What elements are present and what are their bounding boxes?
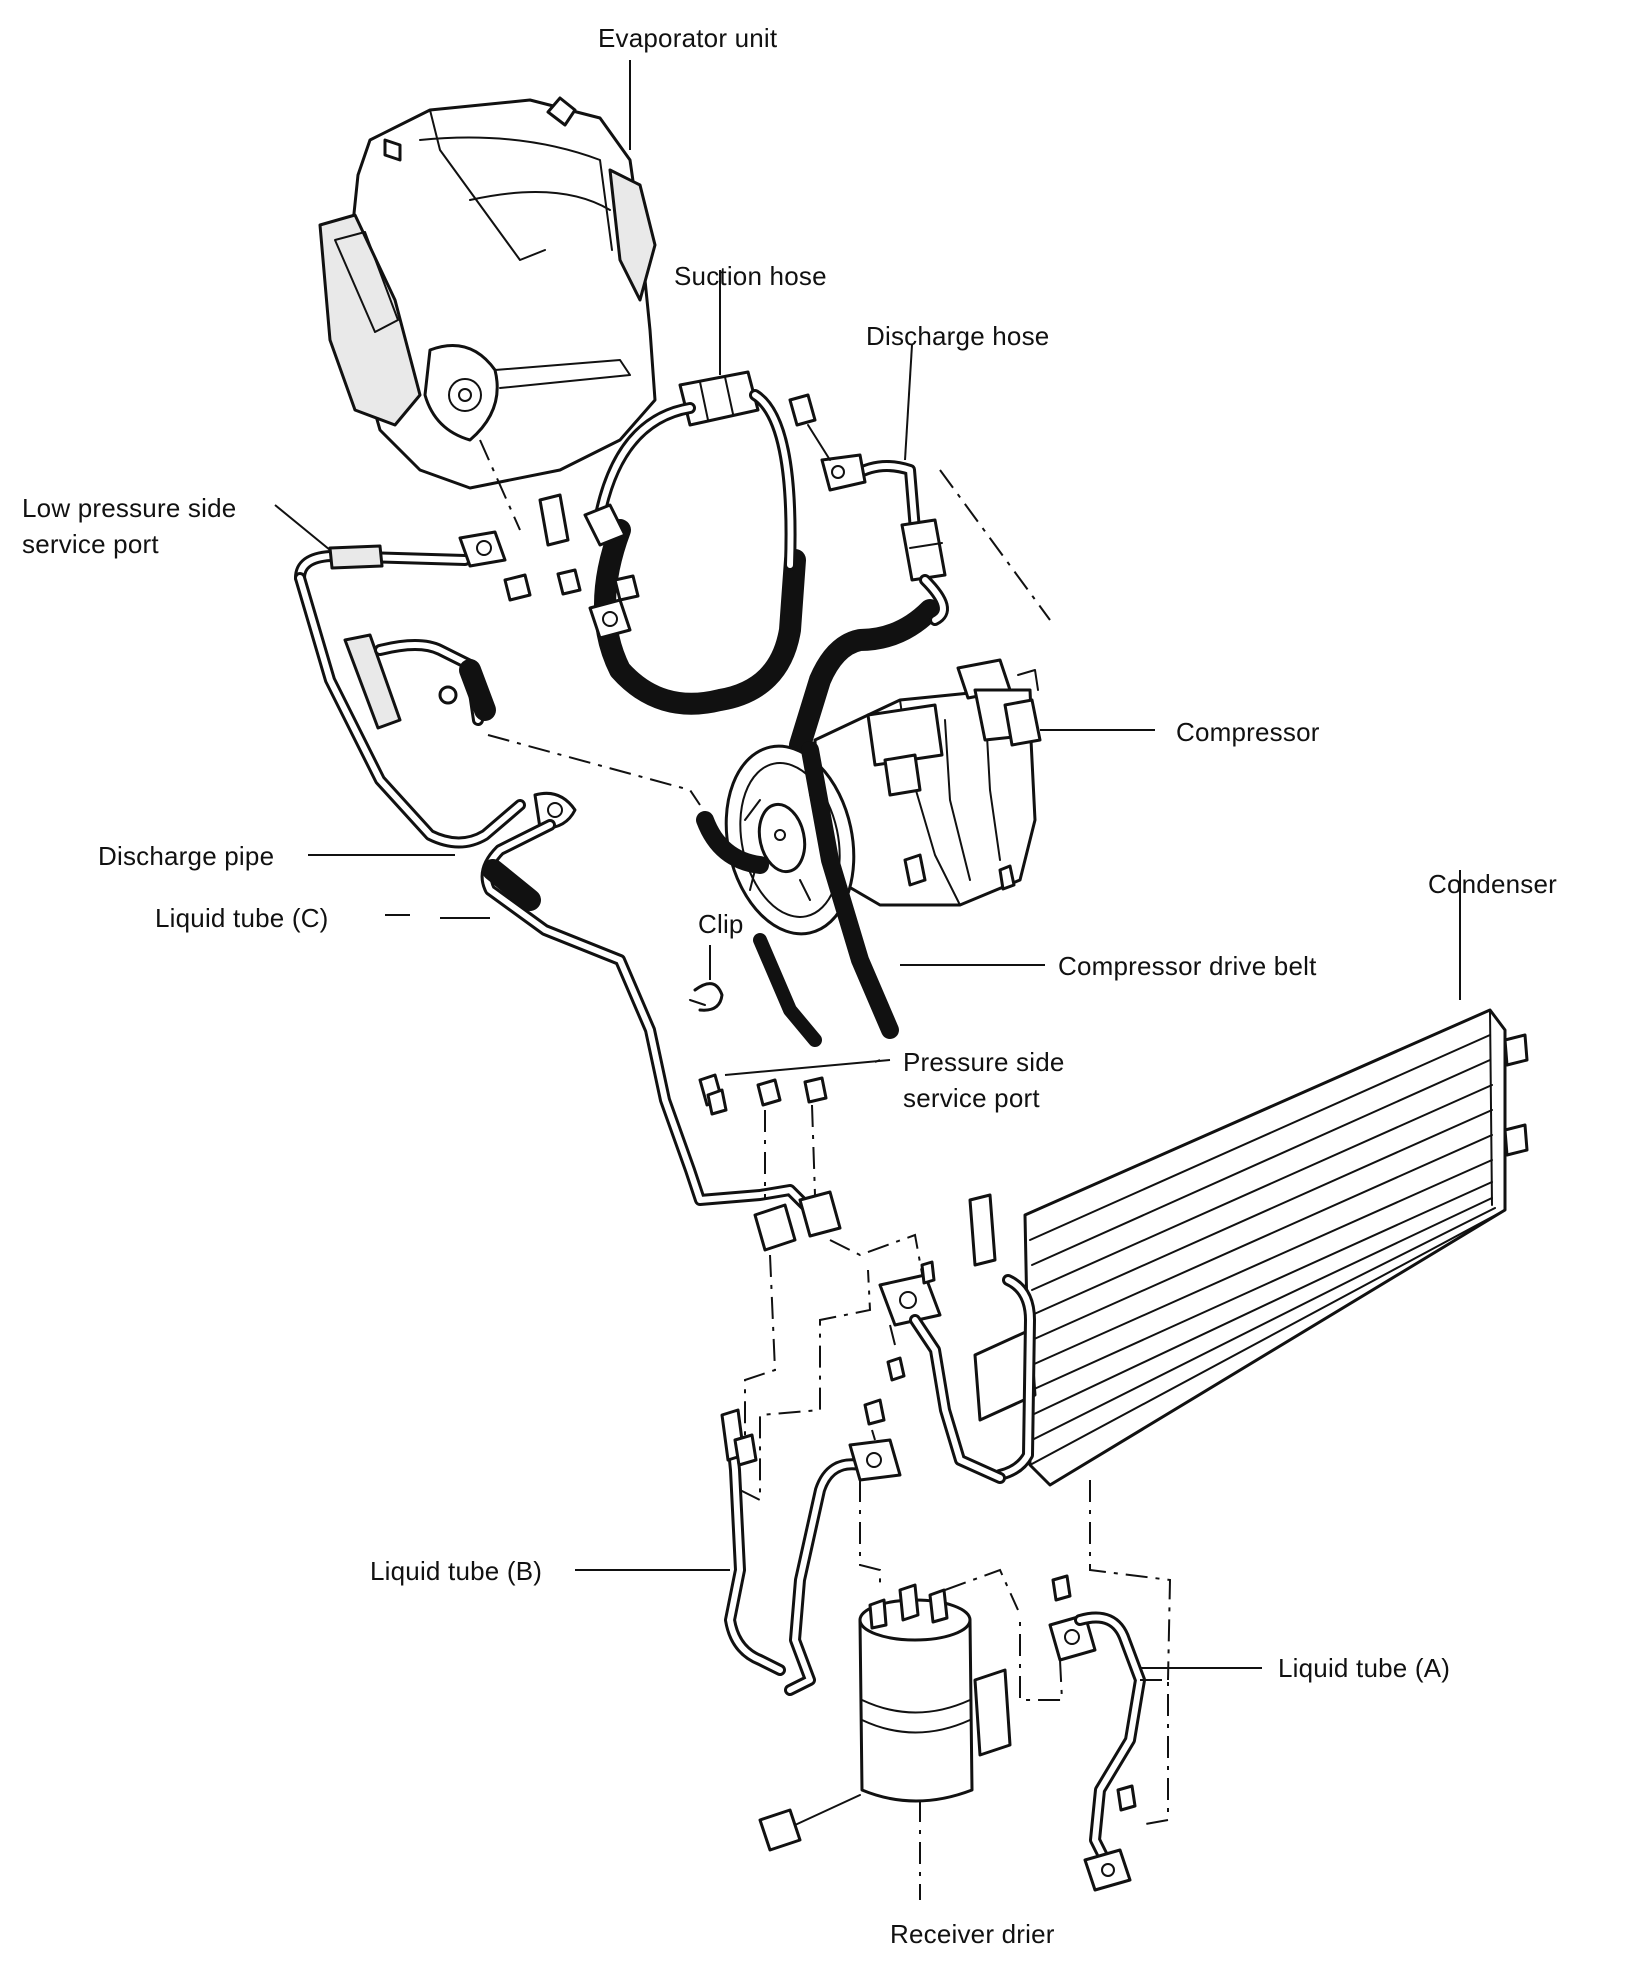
discharge-hose-drawing (788, 393, 1051, 756)
label-liquid-tube-a: Liquid tube (A) (1278, 1653, 1451, 1683)
label-clip: Clip (698, 909, 744, 939)
label-receiver-drier: Receiver drier (890, 1919, 1055, 1949)
label-condenser: Condenser (1428, 869, 1557, 899)
discharge-pipe-drawing (294, 572, 701, 849)
compressor-drawing (696, 658, 1042, 1047)
clip-drawing (689, 982, 724, 1012)
liquid-tube-a-drawing (1019, 1480, 1172, 1892)
label-discharge-pipe: Discharge pipe (98, 841, 275, 871)
leader-lines (274, 60, 1461, 1669)
label-pressure-port-line1: Pressure side (903, 1047, 1065, 1077)
condenser-drawing (968, 1008, 1529, 1487)
label-suction-hose: Suction hose (674, 261, 827, 291)
evaporator-unit-drawing (318, 96, 657, 531)
label-liquid-tube-c: Liquid tube (C) (155, 903, 329, 933)
label-compressor-drive-belt: Compressor drive belt (1058, 951, 1317, 981)
pressure-port-drawing (706, 1076, 1006, 1484)
label-low-pressure-port-line2: service port (22, 529, 159, 559)
label-discharge-hose: Discharge hose (866, 321, 1050, 351)
label-pressure-port-line2: service port (903, 1083, 1040, 1113)
receiver-drier-drawing (758, 1568, 1019, 1900)
label-low-pressure-port-line1: Low pressure side (22, 493, 237, 523)
suction-hose-drawing (583, 370, 806, 715)
label-compressor: Compressor (1176, 717, 1320, 747)
label-evaporator-unit: Evaporator unit (598, 23, 778, 53)
label-liquid-tube-b: Liquid tube (B) (370, 1556, 543, 1586)
liquid-tube-b-drawing (720, 1269, 902, 1696)
